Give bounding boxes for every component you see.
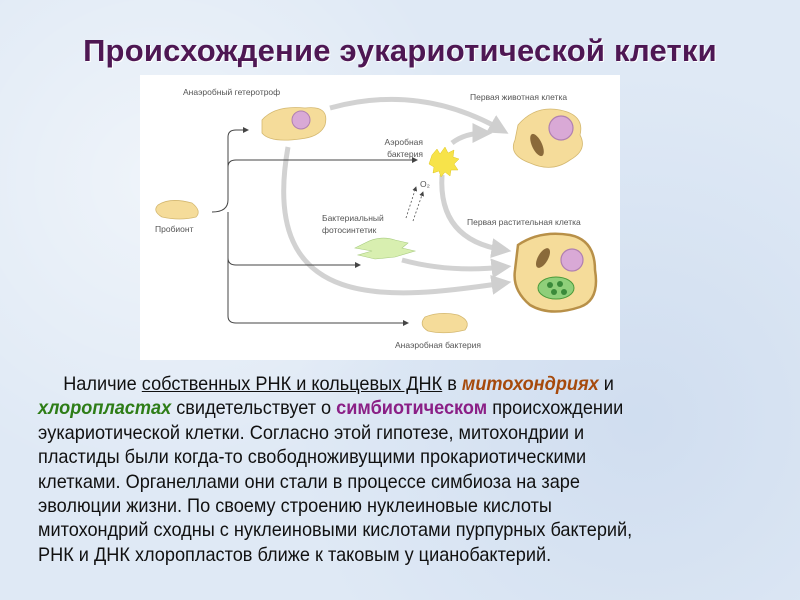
text-line: Наличие собственных РНК и кольцевых ДНК … xyxy=(38,372,726,396)
diagram-svg: Анаэробный гетеротроф Первая животная кл… xyxy=(155,87,598,350)
label-o2: O₂ xyxy=(420,179,430,189)
aerobic-bacterium xyxy=(428,146,460,178)
text-fragment: происхождении xyxy=(487,397,624,420)
evolution-arrows xyxy=(281,96,512,296)
text-fragment: свидетельствует о xyxy=(171,397,337,420)
text-fragment: в xyxy=(442,373,462,395)
arrow-heterotroph-to-animal xyxy=(329,96,509,134)
text-line: эволюции жизни. По своему строению нукле… xyxy=(38,495,552,518)
symbiotic-term: симбиотическом xyxy=(336,397,488,420)
text-line: РНК и ДНК хлоропластов ближе к таковым у… xyxy=(38,543,552,566)
plant-cell xyxy=(513,232,598,313)
photosynthetic-bacterium xyxy=(354,237,417,260)
label-first-plant-cell: Первая растительная клетка xyxy=(467,217,581,227)
mitochondria-term: митохондриях xyxy=(461,373,599,395)
endosymbiosis-diagram: Анаэробный гетеротроф Первая животная кл… xyxy=(140,75,620,360)
text-line: митохондрий сходны с нуклеиновыми кислот… xyxy=(38,519,633,542)
text-fragment: и xyxy=(598,373,614,395)
text-fragment: Наличие xyxy=(63,373,142,395)
heterotroph-cell xyxy=(261,107,327,141)
arrow-aerobe-to-animal xyxy=(450,123,493,146)
rna-dna-phrase: собственных РНК и кольцевых ДНК xyxy=(141,373,443,395)
probiont-branches xyxy=(211,127,418,326)
oxygen-arrows xyxy=(405,186,424,222)
label-photosynthetic-2: фотосинтетик xyxy=(322,225,377,235)
explanation-text: Наличие собственных РНК и кольцевых ДНК … xyxy=(38,372,726,567)
chloroplasts-term: хлоропластах xyxy=(38,397,172,420)
animal-cell xyxy=(512,108,583,168)
slide-title: Происхождение эукариотической клетки xyxy=(83,33,717,68)
text-line: эукариотической клетки. Согласно этой ги… xyxy=(38,421,585,444)
anaerobic-bacterium-cell xyxy=(421,313,468,334)
probiont-cell xyxy=(155,200,199,220)
arrow-heterotroph-to-plant xyxy=(281,146,512,296)
label-photosynthetic-1: Бактериальный xyxy=(322,213,384,223)
text-line: пластиды были когда-то свободноживущими … xyxy=(38,446,587,469)
label-probiont: Пробионт xyxy=(155,224,194,234)
label-anaerobic-bacterium: Анаэробная бактерия xyxy=(395,340,481,350)
label-aerobic-bacterium-2: бактерия xyxy=(387,149,423,159)
label-anaerobic-heterotroph: Анаэробный гетеротроф xyxy=(183,87,280,97)
arrow-aerobe-to-plant xyxy=(439,174,512,259)
label-first-animal-cell: Первая животная клетка xyxy=(470,92,567,102)
text-line: клетками. Органеллами они стали в процес… xyxy=(38,470,580,493)
text-line: хлоропластах свидетельствует о симбиотич… xyxy=(38,396,726,420)
label-aerobic-bacterium-1: Аэробная xyxy=(384,137,423,147)
arrow-photosynth-to-plant xyxy=(401,257,512,279)
